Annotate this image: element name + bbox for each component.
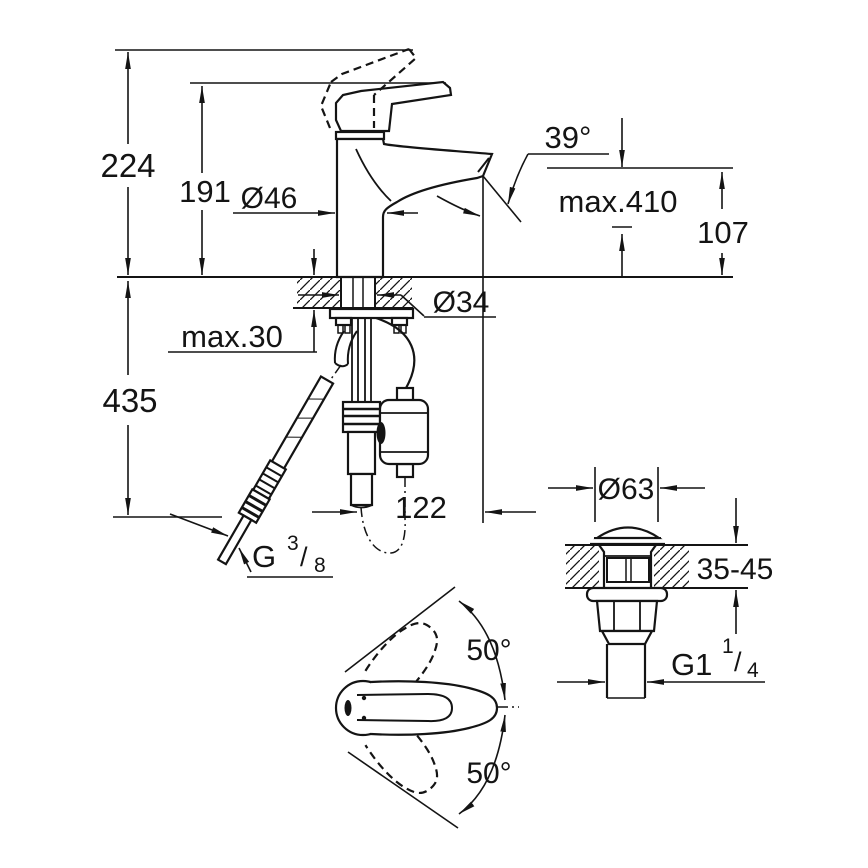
component-box xyxy=(378,398,430,466)
handle-top-outline xyxy=(369,680,499,736)
dim-total-height: 224 xyxy=(100,147,155,184)
drain-view: Ø63 35-45 G1 1 xyxy=(548,467,774,699)
drain-body-window xyxy=(606,557,650,583)
drain-thread-sup: 1 xyxy=(722,635,734,658)
handle-inner-detail xyxy=(356,692,454,723)
slab-hatch-left xyxy=(566,546,599,587)
drain-thread-slash: / xyxy=(734,647,742,677)
hose-continuation-dashed xyxy=(360,506,406,554)
dim-max-deck-thickness: max.30 xyxy=(181,319,283,354)
spout-mouth-rim xyxy=(477,157,490,173)
swivel-ray-lower xyxy=(347,751,459,829)
drain-pull-component xyxy=(360,316,430,554)
lever-raised-dashed xyxy=(319,47,418,129)
drain-washer xyxy=(585,586,669,603)
supply-thread-label: G 3 / 8 xyxy=(169,513,333,578)
dim-swivel-upper: 50° xyxy=(466,634,511,667)
counter-hatch-left xyxy=(297,278,341,307)
body-outline xyxy=(335,137,494,279)
handle-slot xyxy=(344,700,352,716)
drain-thread-prefix: G1 xyxy=(671,647,712,682)
supply-thread-sup: 3 xyxy=(287,532,299,555)
dim-cap-diameter: Ø63 xyxy=(598,473,655,506)
dim-max-hose-length: max.410 xyxy=(559,184,678,219)
faucet-body xyxy=(319,47,494,279)
slab-hatch-right xyxy=(654,546,689,587)
mounting-flange xyxy=(328,307,415,320)
swivel-arc-lower xyxy=(458,714,506,815)
leader-39-lower xyxy=(436,195,481,217)
dim-spout-height: 107 xyxy=(697,215,749,250)
swivel-arc-upper xyxy=(458,600,506,701)
box-clip xyxy=(376,422,386,444)
vertical-supply-assembly xyxy=(341,318,382,509)
supply-thread-sub: 8 xyxy=(314,554,326,577)
drain-thread-label: G1 1 / 4 xyxy=(557,635,765,685)
dim-swivel-lower: 50° xyxy=(466,757,511,790)
counter-hatch-right xyxy=(375,278,412,307)
leader-39-upper xyxy=(507,153,529,205)
drain-thread-sub: 4 xyxy=(747,659,759,682)
lever-handle xyxy=(334,80,453,133)
counter-mounting xyxy=(293,277,415,334)
swivel-ray-upper xyxy=(344,586,456,673)
dim-spout-angle: 39° xyxy=(545,120,592,155)
dim-spout-tip-height: 191 xyxy=(179,174,231,209)
dim-below-deck-depth: 435 xyxy=(102,382,157,419)
hose-thread-end xyxy=(216,513,253,566)
flex-hose-assembly xyxy=(216,330,358,566)
supply-thread-slash: / xyxy=(300,542,308,572)
side-view: 39° 224 191 435 Ø46 max.410 107 max.30 xyxy=(100,47,749,578)
drain-push-cap xyxy=(593,526,663,540)
angle-ray-39 xyxy=(482,175,522,223)
dim-shank-diameter: Ø34 xyxy=(433,286,490,319)
dim-spout-reach: 122 xyxy=(395,490,447,525)
dim-body-diameter: Ø46 xyxy=(241,182,298,215)
spout-root-curve xyxy=(355,148,392,202)
dim-deck-thickness-range: 35-45 xyxy=(697,553,774,586)
drain-nut xyxy=(595,599,659,633)
supply-thread-prefix: G xyxy=(252,539,276,574)
connecting-wire xyxy=(375,316,416,389)
top-view: 50° 50° xyxy=(334,586,519,829)
